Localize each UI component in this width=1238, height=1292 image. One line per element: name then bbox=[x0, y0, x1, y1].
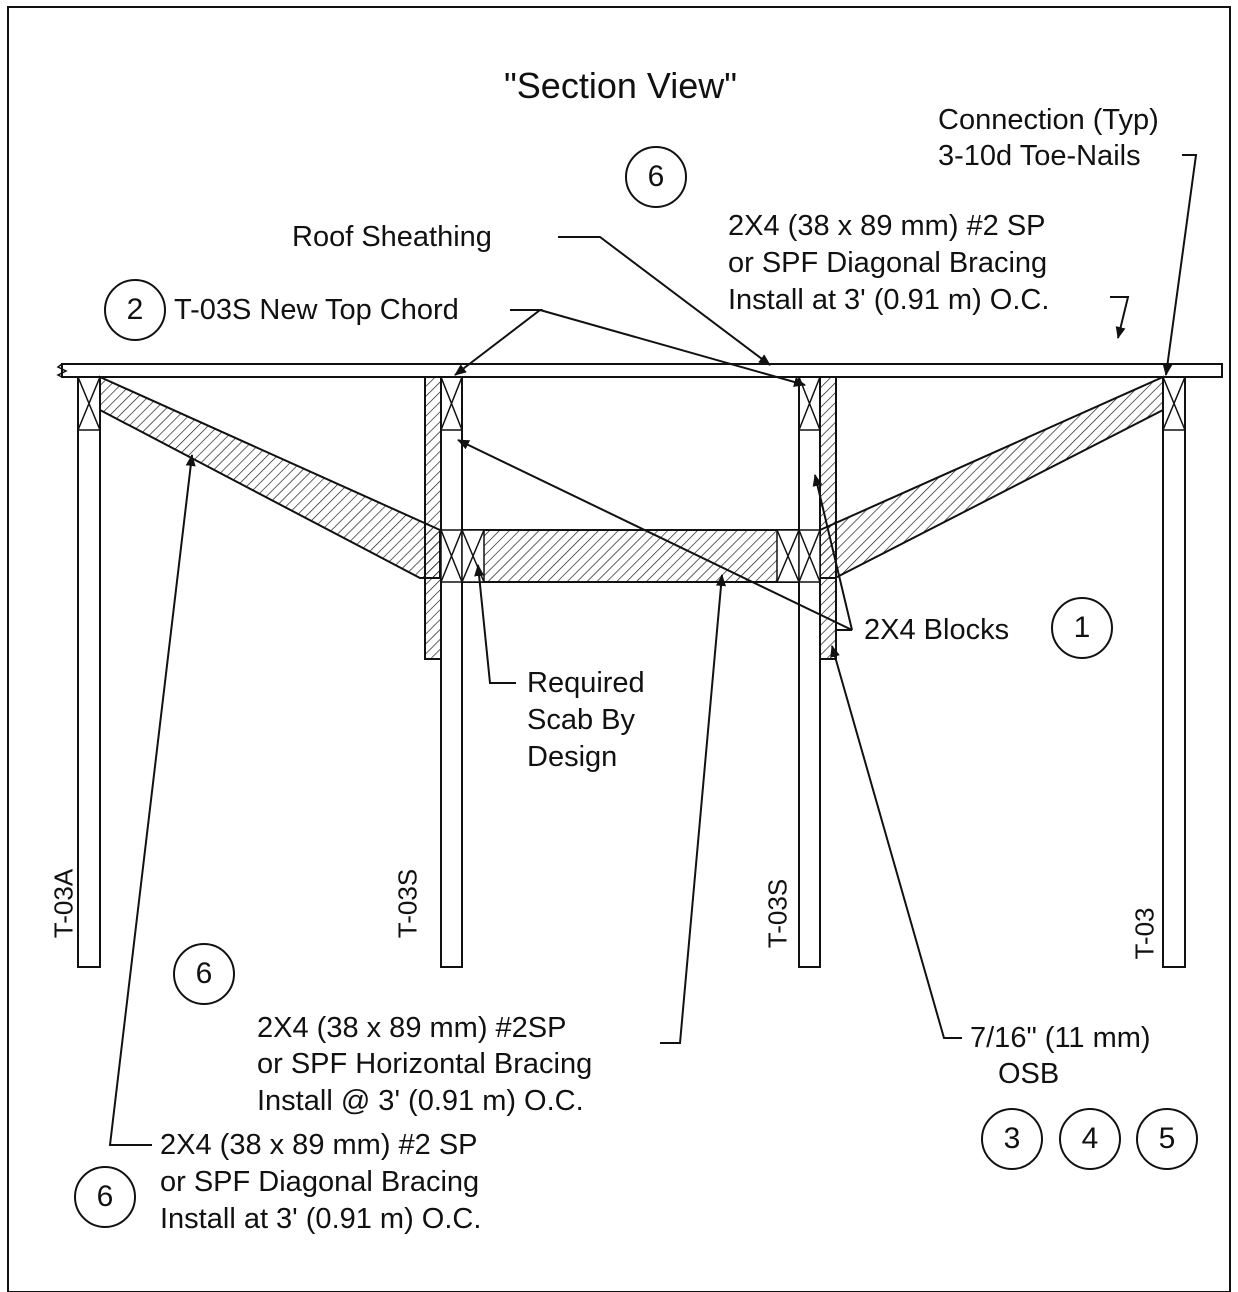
diagonal-bracing-left bbox=[99, 375, 441, 579]
scab-left bbox=[424, 376, 442, 660]
diagonal-bracing-top-line3: Install at 3' (0.91 m) O.C. bbox=[728, 284, 1050, 316]
step-number-osb-3: 5 bbox=[1158, 1122, 1176, 1155]
mid-blocks bbox=[440, 529, 821, 583]
step-number-osb-1: 3 bbox=[1003, 1122, 1021, 1155]
connection-label-line2: 3-10d Toe-Nails bbox=[938, 140, 1141, 172]
diagonal-bracing-bottom-line1: 2X4 (38 x 89 mm) #2 SP bbox=[160, 1129, 478, 1161]
blocks-label: 2X4 Blocks bbox=[864, 614, 1010, 646]
step-number-blocks: 1 bbox=[1073, 611, 1091, 644]
drawing-border bbox=[7, 6, 1231, 1292]
roof-sheathing-label: Roof Sheathing bbox=[292, 221, 492, 253]
step-number-osb-2: 4 bbox=[1081, 1122, 1099, 1155]
truss-t03-member bbox=[1162, 376, 1186, 968]
horizontal-bracing-line1: 2X4 (38 x 89 mm) #2SP bbox=[257, 1012, 567, 1044]
required-scab-line2: Scab By bbox=[527, 704, 635, 736]
step-number-top-chord: 2 bbox=[126, 293, 144, 326]
truss-label-t03: T-03 bbox=[1129, 907, 1160, 960]
truss-label-t03a: T-03A bbox=[48, 868, 79, 939]
diagonal-bracing-right bbox=[819, 375, 1164, 579]
osb-label-line2: OSB bbox=[998, 1058, 1060, 1090]
diagram-title: "Section View" bbox=[504, 65, 738, 106]
leader-lines bbox=[108, 154, 1198, 1146]
truss-t03s-right-member bbox=[798, 376, 821, 968]
step-number-bottom-left: 6 bbox=[96, 1180, 114, 1213]
diagonal-bracing-bottom-line3: Install at 3' (0.91 m) O.C. bbox=[160, 1203, 482, 1235]
connection-label-line1: Connection (Typ) bbox=[938, 104, 1159, 136]
truss-t03s-left-member bbox=[440, 376, 463, 968]
truss-label-t03s-left: T-03S bbox=[392, 868, 423, 939]
diagonal-bracing-top-line2: or SPF Diagonal Bracing bbox=[728, 247, 1048, 279]
roof-sheathing bbox=[56, 363, 1223, 378]
horizontal-bracing bbox=[461, 529, 801, 583]
osb-label-line1: 7/16" (11 mm) bbox=[970, 1022, 1151, 1054]
required-scab-line1: Required bbox=[527, 667, 645, 699]
horizontal-bracing-line3: Install @ 3' (0.91 m) O.C. bbox=[257, 1085, 584, 1117]
required-scab-line3: Design bbox=[527, 741, 618, 773]
diagonal-bracing-bottom-line2: or SPF Diagonal Bracing bbox=[160, 1166, 480, 1198]
truss-t03a-member bbox=[77, 376, 101, 968]
step-number-horizontal: 6 bbox=[195, 957, 213, 990]
new-top-chord-label: T-03S New Top Chord bbox=[174, 294, 459, 326]
step-circles bbox=[74, 146, 1198, 1228]
horizontal-bracing-line2: or SPF Horizontal Bracing bbox=[257, 1048, 593, 1080]
truss-label-t03s-right: T-03S bbox=[762, 878, 793, 949]
step-number-top-center: 6 bbox=[647, 160, 665, 193]
diagonal-bracing-top-line1: 2X4 (38 x 89 mm) #2 SP bbox=[728, 210, 1046, 242]
top-blocks bbox=[77, 376, 1186, 431]
